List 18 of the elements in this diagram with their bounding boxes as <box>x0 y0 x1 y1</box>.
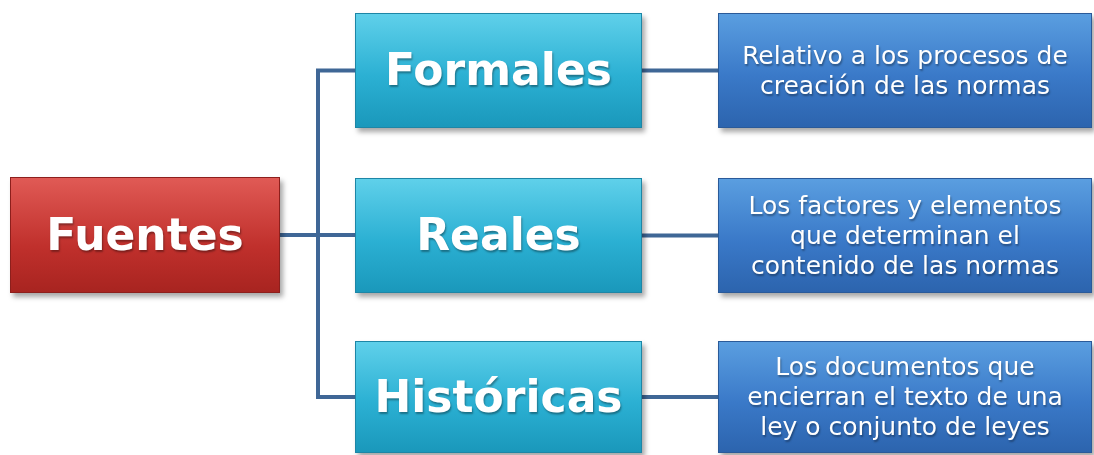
box-text: Históricas <box>374 370 623 424</box>
connector-line <box>642 233 718 238</box>
topic-box <box>355 178 642 293</box>
box-text: Fuentes <box>46 208 244 262</box>
box-text: Los factores y elementos que determinan el contenido de las normas <box>747 190 1063 281</box>
connector-line <box>642 68 718 73</box>
topic-box <box>10 177 280 293</box>
description-box <box>718 13 1092 128</box>
box-text: Los documentos que encierran el texto de una ley o conjunto de leyes <box>746 352 1064 442</box>
description-box <box>718 178 1092 293</box>
box-text: Reales <box>416 209 581 262</box>
connector-line <box>280 233 355 399</box>
topic-box <box>355 341 642 453</box>
description-box <box>718 341 1092 453</box>
box-text: Formales <box>385 44 612 97</box>
connector-line <box>642 395 718 399</box>
topic-box <box>355 13 642 128</box>
box-text: Relativo a los procesos de creación de las normas <box>741 40 1069 101</box>
